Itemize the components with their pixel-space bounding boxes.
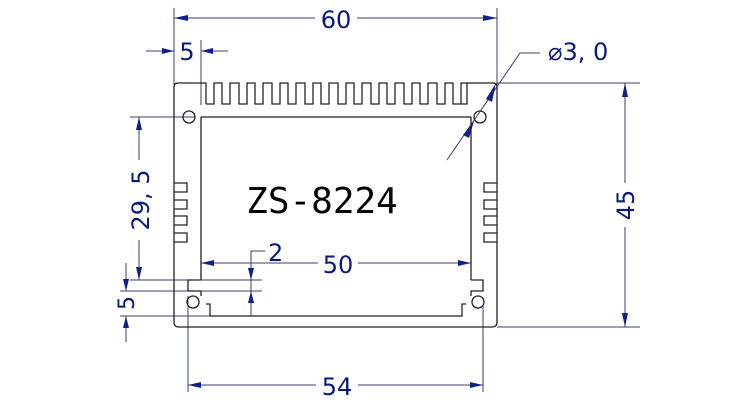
dimension-slot-height: 5 — [115, 263, 140, 342]
dimension-fin-offset: 5 — [146, 38, 228, 66]
dimension-bottom-width: 54 — [188, 373, 483, 401]
extension-lines — [120, 8, 640, 392]
extrusion-profile — [173, 82, 498, 328]
dimension-overall-width: 60 — [174, 6, 497, 34]
bottom-right-slot — [470, 279, 484, 296]
screw-hole-bottom-right — [471, 295, 485, 309]
dim-label-54: 54 — [322, 373, 353, 401]
dim-label-5-top: 5 — [179, 38, 194, 66]
dimension-side-fin-height: 29, 5 — [127, 117, 155, 280]
right-side-fins — [483, 182, 497, 243]
dim-label-45: 45 — [612, 190, 640, 221]
screw-hole-bottom-left — [186, 295, 200, 309]
dim-label-5-bottom: 5 — [115, 296, 140, 310]
dim-label-29-5: 29, 5 — [127, 169, 155, 230]
bottom-left-slot — [187, 279, 202, 296]
screw-hole-top-right — [473, 110, 487, 124]
screw-hole-top-left — [182, 110, 196, 124]
dimension-inner-width: 50 — [201, 251, 471, 279]
dimension-wall-thickness: 2 — [248, 239, 283, 316]
top-fins — [178, 82, 468, 105]
dim-label-2: 2 — [268, 239, 283, 267]
dim-label-60: 60 — [321, 6, 352, 34]
dim-label-50: 50 — [323, 251, 354, 279]
model-label: ZS-8224 — [246, 181, 398, 222]
dim-label-hole: ⌀3, 0 — [548, 38, 608, 66]
dimension-overall-height: 45 — [612, 83, 640, 327]
left-side-fins — [174, 182, 188, 243]
